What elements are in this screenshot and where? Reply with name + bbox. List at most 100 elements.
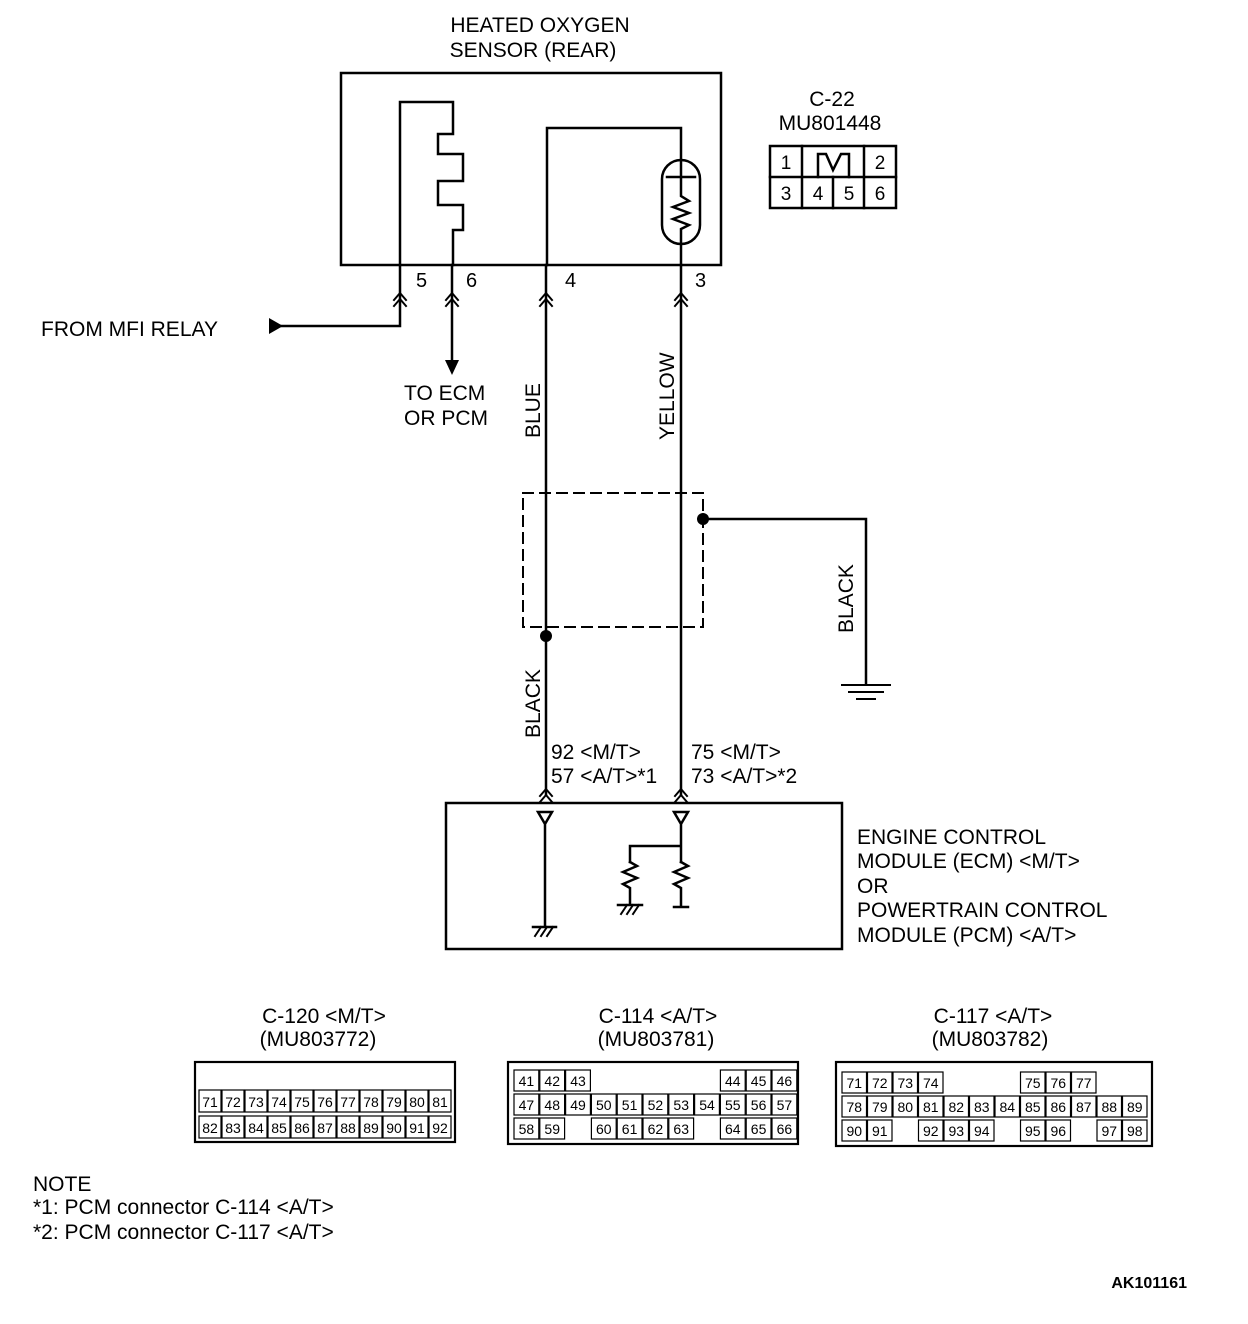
connector-cell	[382, 1115, 406, 1139]
connector-cell	[336, 1115, 360, 1139]
connector-pin-89: 89	[363, 1120, 379, 1136]
sensor-element-resistor	[665, 158, 697, 267]
connector-cell	[359, 1115, 383, 1139]
connector-cell	[539, 1093, 566, 1116]
sensor-title-line2: SENSOR (REAR)	[450, 39, 617, 62]
connector-cell	[1045, 1071, 1072, 1094]
connector-pin-88: 88	[340, 1120, 356, 1136]
connector-pin-65: 65	[751, 1121, 767, 1137]
connector-pin-42: 42	[544, 1073, 560, 1089]
module-label-line4: POWERTRAIN CONTROL	[857, 899, 1107, 922]
connector-pin-48: 48	[544, 1097, 560, 1113]
connector-pin-73: 73	[897, 1075, 913, 1091]
connector-pin-80: 80	[409, 1094, 425, 1110]
connector-pin-71: 71	[202, 1094, 218, 1110]
connector-cell	[745, 1069, 772, 1092]
connector-cell	[221, 1115, 245, 1139]
connector-pin-85: 85	[271, 1120, 287, 1136]
connector-pin-54: 54	[699, 1097, 715, 1113]
connector-pin-46: 46	[777, 1073, 793, 1089]
connector-cell	[616, 1117, 643, 1140]
c22-pin-4: 4	[813, 184, 824, 205]
connector-pin-87: 87	[317, 1120, 333, 1136]
module-label-line5: MODULE (PCM) <A/T>	[857, 924, 1076, 947]
ecm-connector-chevrons	[538, 787, 689, 804]
connector-cell	[244, 1089, 268, 1113]
connector-pin-90: 90	[386, 1120, 402, 1136]
connector-pin-90: 90	[846, 1123, 862, 1139]
connector-cell	[539, 1069, 566, 1092]
to-ecm-label-line2: OR PCM	[404, 407, 488, 430]
connector-cell	[994, 1095, 1021, 1118]
note-title: NOTE	[33, 1173, 91, 1196]
shield-enclosure	[522, 492, 704, 628]
connector-cell	[198, 1115, 222, 1139]
connector-cell	[405, 1089, 429, 1113]
connector-cell	[866, 1095, 893, 1118]
sensor-pin-4: 4	[565, 270, 576, 292]
from-relay-arrow	[269, 318, 283, 334]
connector-pin-52: 52	[648, 1097, 664, 1113]
connector-pin-81: 81	[432, 1094, 448, 1110]
connector-outline	[193, 1060, 457, 1144]
wire-color-yellow: YELLOW	[656, 352, 679, 440]
sensor-pin-3: 3	[695, 270, 706, 292]
connector-cell	[917, 1095, 944, 1118]
connector-pin-97: 97	[1101, 1123, 1117, 1139]
connector-pin-83: 83	[225, 1120, 241, 1136]
terminal-left-mt: 92 <M/T>	[551, 741, 641, 764]
sensor-title-line1: HEATED OXYGEN	[450, 14, 629, 37]
connector-pin-83: 83	[974, 1099, 990, 1115]
module-label-line2: MODULE (ECM) <M/T>	[857, 850, 1080, 873]
connector-pin-87: 87	[1076, 1099, 1092, 1115]
connector-pin-84: 84	[248, 1120, 264, 1136]
connector-cell	[336, 1089, 360, 1113]
c22-pin-5: 5	[844, 184, 855, 205]
connector-pin-81: 81	[923, 1099, 939, 1115]
connector-cell	[841, 1071, 868, 1094]
c114-part: (MU803781)	[598, 1028, 715, 1051]
connector-cell	[943, 1119, 970, 1142]
connector-pin-91: 91	[409, 1120, 425, 1136]
connector-pin-55: 55	[725, 1097, 741, 1113]
c22-pin-2: 2	[875, 153, 886, 174]
connector-cell	[866, 1071, 893, 1094]
c117-code: C-117 <A/T>	[934, 1005, 1053, 1028]
connector-pin-86: 86	[294, 1120, 310, 1136]
connector-pin-59: 59	[544, 1121, 560, 1137]
connector-pin-76: 76	[1050, 1075, 1066, 1091]
connector-cell	[719, 1117, 746, 1140]
connector-pin-43: 43	[570, 1073, 586, 1089]
c114-code: C-114 <A/T>	[599, 1005, 718, 1028]
connector-cell	[382, 1089, 406, 1113]
connector-cell	[968, 1095, 995, 1118]
connector-pin-74: 74	[923, 1075, 939, 1091]
connector-cell	[1070, 1071, 1097, 1094]
connector-pin-80: 80	[897, 1099, 913, 1115]
connector-pin-75: 75	[1025, 1075, 1041, 1091]
c120-part: (MU803772)	[260, 1028, 377, 1051]
connector-pin-94: 94	[974, 1123, 990, 1139]
connector-cell	[267, 1115, 291, 1139]
connector-cell	[267, 1089, 291, 1113]
connector-cell	[221, 1089, 245, 1113]
connector-cell	[719, 1093, 746, 1116]
connector-pin-86: 86	[1050, 1099, 1066, 1115]
connector-pin-78: 78	[846, 1099, 862, 1115]
c22-part: MU801448	[779, 112, 882, 135]
connector-pin-79: 79	[872, 1099, 888, 1115]
from-mfi-relay-label: FROM MFI RELAY	[41, 318, 218, 341]
connector-cell	[564, 1093, 591, 1116]
connector-cell	[1019, 1119, 1046, 1142]
connector-pin-63: 63	[673, 1121, 689, 1137]
connector-pin-62: 62	[648, 1121, 664, 1137]
connector-cell	[1045, 1095, 1072, 1118]
connector-pin-76: 76	[317, 1094, 333, 1110]
connector-pin-72: 72	[225, 1094, 241, 1110]
connector-cell	[719, 1069, 746, 1092]
connector-pin-64: 64	[725, 1121, 741, 1137]
sensor-loop-wire	[545, 126, 683, 267]
connector-outline	[834, 1060, 1154, 1148]
connector-pin-89: 89	[1127, 1099, 1143, 1115]
